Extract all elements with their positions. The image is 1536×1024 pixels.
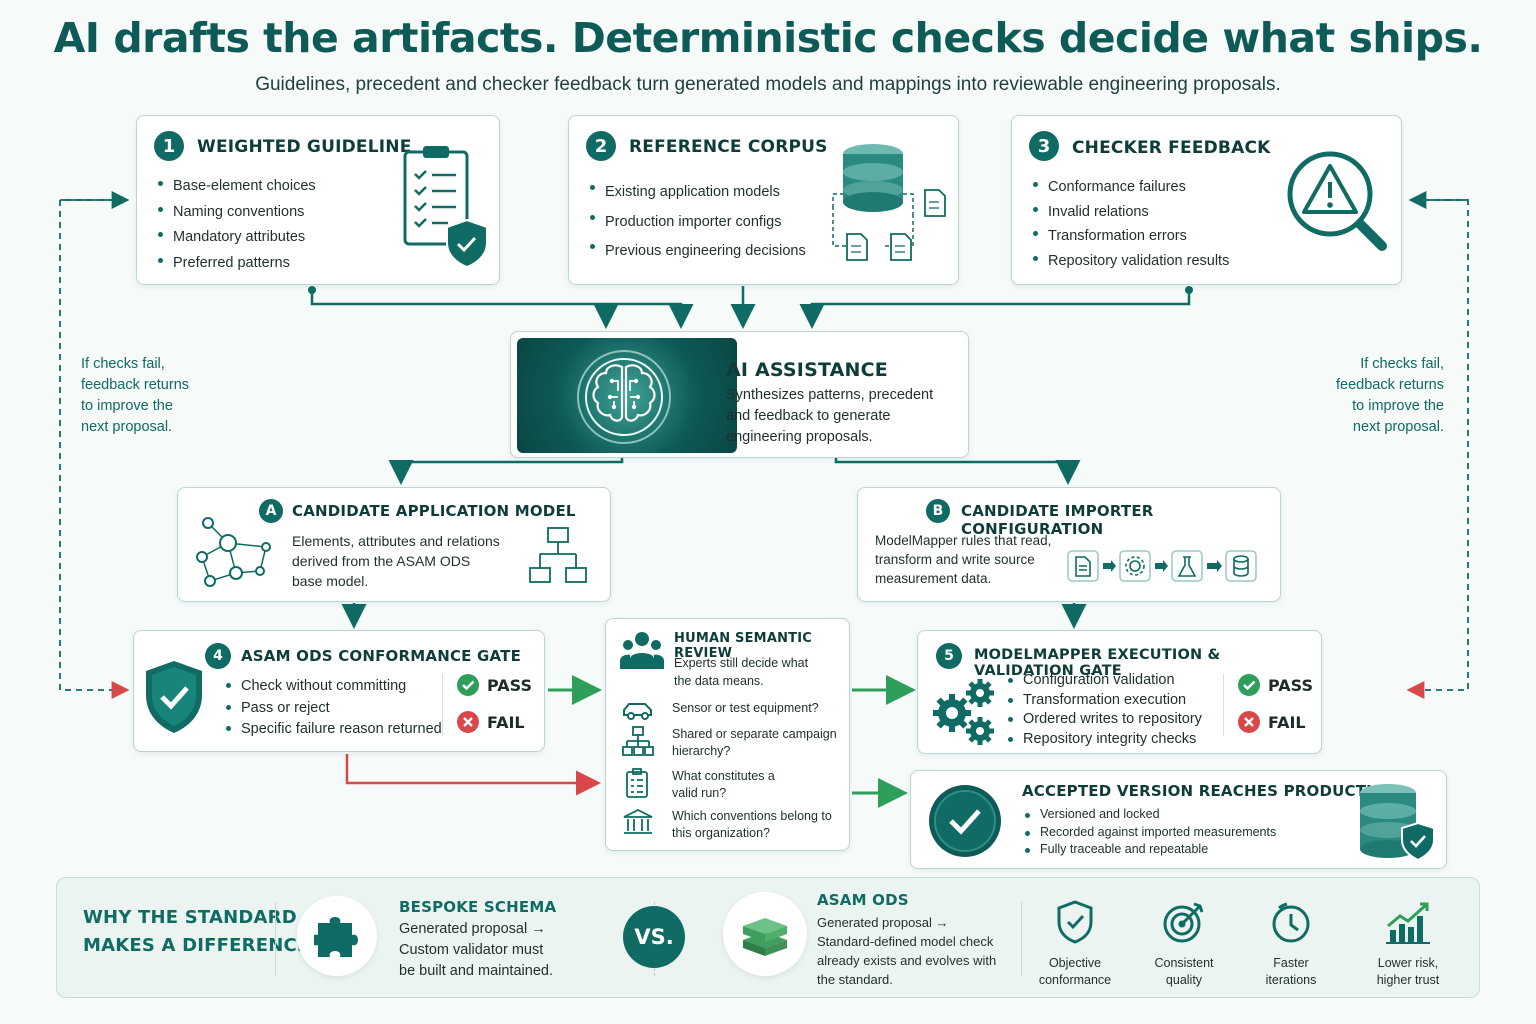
hierarchy-icon <box>529 527 587 583</box>
weighted-guideline-card: 1 WEIGHTED GUIDELINE Base-element choice… <box>136 115 500 285</box>
people-icon <box>620 632 664 669</box>
network-graph-icon <box>196 517 271 587</box>
card-title: CHECKER FEEDBACK <box>1072 138 1271 158</box>
check-circle-icon <box>929 785 1001 857</box>
divider <box>442 674 443 736</box>
page-title: AI drafts the artifacts. Deterministic c… <box>53 14 1483 62</box>
bespoke-title: BESPOKE SCHEMA <box>399 898 557 916</box>
modelmapper-gate-card: 5 MODELMAPPER EXECUTION & VALIDATION GAT… <box>917 630 1322 754</box>
review-question: Sensor or test equipment? <box>618 700 844 722</box>
card-title: CANDIDATE IMPORTER CONFIGURATION <box>961 502 1154 538</box>
step-number: 2 <box>586 131 616 161</box>
layered-blocks-icon <box>743 918 787 956</box>
database-documents-icon <box>832 144 946 261</box>
puzzle-icon <box>314 917 358 957</box>
check-icon <box>457 674 479 696</box>
pipeline-icons <box>1067 550 1257 582</box>
bespoke-description: Generated proposal →Custom validator mus… <box>399 921 553 979</box>
ai-assistance-card: AI ASSISTANCE Synthesizes patterns, prec… <box>510 331 969 458</box>
card-title: MODELMAPPER EXECUTION & VALIDATION GATE <box>974 647 1221 679</box>
card-title: REFERENCE CORPUS <box>629 137 828 157</box>
badge-a: A <box>259 499 283 523</box>
fail-status: FAIL <box>457 711 525 733</box>
step-number: 4 <box>205 643 231 669</box>
card-title: ACCEPTED VERSION REACHES PRODUCTION <box>1022 782 1398 800</box>
feedback-note-right: If checks fail,feedback returns to impro… <box>1335 356 1444 435</box>
ai-brain-panel <box>517 338 737 453</box>
card-description: ModelMapper rules that read,transform an… <box>875 533 1052 586</box>
shield-check-icon <box>1057 900 1093 944</box>
feedback-note-left: If checks fail,feedback returns to impro… <box>81 356 190 435</box>
candidate-importer-configuration-card: B CANDIDATE IMPORTER CONFIGURATION Model… <box>857 487 1281 602</box>
car-icon <box>623 703 652 720</box>
step-number: 1 <box>154 131 184 161</box>
card-title: CANDIDATE APPLICATION MODEL <box>292 502 576 520</box>
fail-status: FAIL <box>1238 711 1306 733</box>
ai-title: AI ASSISTANCE <box>726 359 888 381</box>
brain-icon <box>577 350 671 444</box>
benefit-lower-risk: Lower risk,higher trust <box>1353 900 1463 989</box>
growth-chart-icon <box>1386 902 1430 944</box>
database-shield-icon <box>1360 784 1435 862</box>
gears-icon <box>933 679 994 745</box>
page-subtitle: Guidelines, precedent and checker feedba… <box>255 74 1281 95</box>
x-icon <box>1238 711 1260 733</box>
card-title: HUMAN SEMANTIC REVIEW <box>674 631 813 661</box>
divider <box>275 902 276 976</box>
step-number: 3 <box>1029 131 1059 161</box>
target-icon <box>1163 902 1204 943</box>
divider <box>1223 674 1224 736</box>
reference-corpus-card: 2 REFERENCE CORPUS Existing application … <box>568 115 959 285</box>
x-icon <box>457 711 479 733</box>
shield-check-icon <box>146 661 202 733</box>
step-number: 5 <box>936 643 962 669</box>
stopwatch-icon <box>1272 902 1310 943</box>
card-title: ASAM ODS CONFORMANCE GATE <box>241 647 522 665</box>
check-icon <box>1238 674 1260 696</box>
vs-badge: VS. <box>623 906 685 968</box>
pass-status: PASS <box>457 674 532 696</box>
production-list: Versioned and locked Recorded against im… <box>1022 806 1276 859</box>
pass-status: PASS <box>1238 674 1313 696</box>
hierarchy-icon <box>622 726 654 756</box>
puzzle-icon-badge <box>297 896 377 976</box>
checklist-icon <box>626 768 648 798</box>
divider <box>1021 902 1022 976</box>
human-semantic-review-card: HUMAN SEMANTIC REVIEW Experts still deci… <box>605 618 850 851</box>
clipboard-shield-icon <box>403 146 488 269</box>
conformance-gate-card: 4 ASAM ODS CONFORMANCE GATE Check withou… <box>133 630 545 752</box>
candidate-application-model-card: A CANDIDATE APPLICATION MODEL Elements, … <box>177 487 611 602</box>
warning-magnifier-icon <box>1287 151 1387 251</box>
badge-b: B <box>926 499 950 523</box>
institution-icon <box>623 808 653 834</box>
asam-title: ASAM ODS <box>817 891 909 909</box>
card-title: WEIGHTED GUIDELINE <box>197 137 412 157</box>
asam-description: Generated proposal →Standard-defined mod… <box>817 915 997 987</box>
production-card: ACCEPTED VERSION REACHES PRODUCTION Vers… <box>910 770 1447 869</box>
layered-blocks-icon-badge <box>723 892 807 976</box>
